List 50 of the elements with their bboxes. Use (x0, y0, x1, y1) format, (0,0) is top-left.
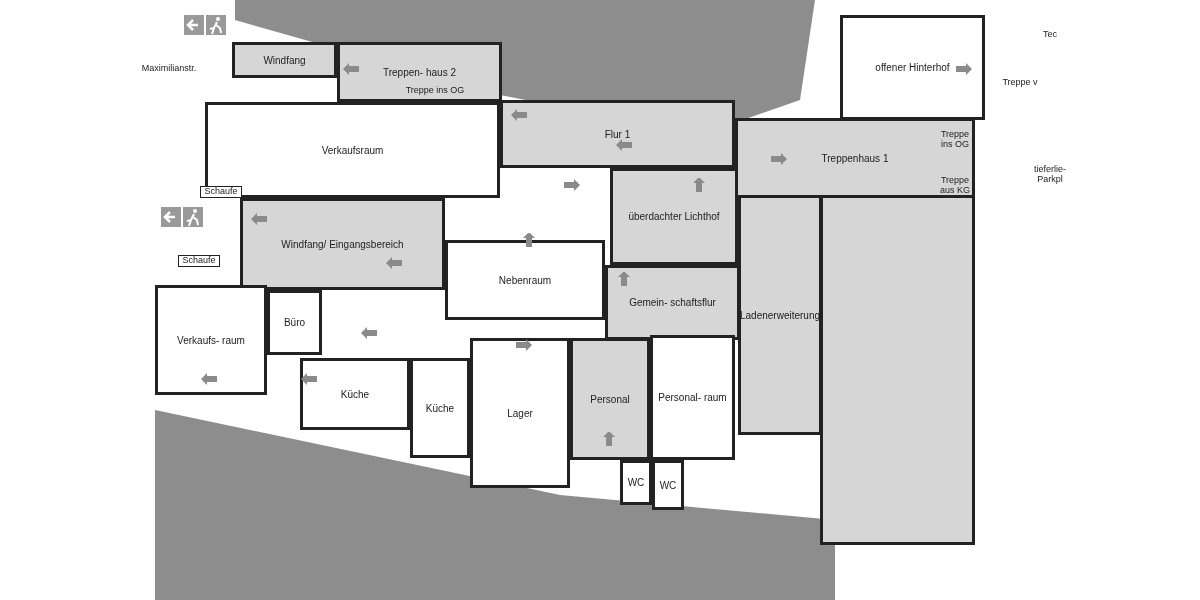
room (738, 195, 822, 435)
room-label: Verkaufs- raum (176, 333, 246, 347)
room-label: WC (626, 476, 646, 489)
room-label: Nebenraum (497, 273, 553, 287)
room-label: Gemein- schaftsflur (628, 296, 717, 309)
room (735, 118, 975, 198)
room-label: Flur 1 (603, 127, 632, 141)
room-label: Personal (589, 392, 631, 406)
room-label: überdachter Lichthof (627, 210, 721, 223)
cut-off-label: Tec (1042, 30, 1058, 40)
window-label: Schaufe (178, 255, 220, 267)
room (840, 15, 985, 120)
room (232, 42, 337, 78)
cut-off-label: tieferlie- Parkpl (1033, 165, 1067, 185)
room-label: Treppenhaus 1 (820, 151, 890, 165)
stair-label: Treppe aus KG (939, 176, 971, 196)
room-label: WC (658, 478, 678, 492)
room (337, 42, 502, 102)
street-name: Maximilianstr. (140, 64, 198, 74)
room (445, 240, 605, 320)
room (470, 338, 570, 488)
room (155, 285, 267, 395)
room-label: Lager (506, 406, 534, 420)
stair-label: Treppe ins OG (404, 86, 466, 96)
room-label: Windfang/ Eingangsbereich (280, 237, 405, 251)
room (500, 100, 735, 168)
stair-label: Treppe ins OG (939, 130, 971, 150)
room-label: Küche (424, 401, 456, 415)
room-label: offener Hinterhof (874, 61, 951, 74)
cut-off-label: Treppe v (1001, 78, 1039, 88)
room (652, 460, 684, 510)
room-label: Windfang (262, 53, 307, 67)
room (300, 358, 410, 430)
room (610, 168, 738, 265)
room-label: Personal- raum (657, 391, 728, 404)
window-label: Schaufe (200, 186, 242, 198)
room (570, 338, 650, 460)
room-outline (820, 195, 975, 545)
room (620, 460, 652, 505)
room (410, 358, 470, 458)
room-label: Verkaufsraum (320, 143, 385, 157)
room-label: Ladenerweiterung (738, 308, 822, 322)
room (267, 290, 322, 355)
room (605, 265, 740, 340)
room (650, 335, 735, 460)
room-label: Treppen- haus 2 (382, 65, 457, 79)
room-label: Küche (339, 387, 371, 401)
room (240, 198, 445, 290)
room (205, 102, 500, 198)
room-label: Büro (282, 316, 307, 329)
